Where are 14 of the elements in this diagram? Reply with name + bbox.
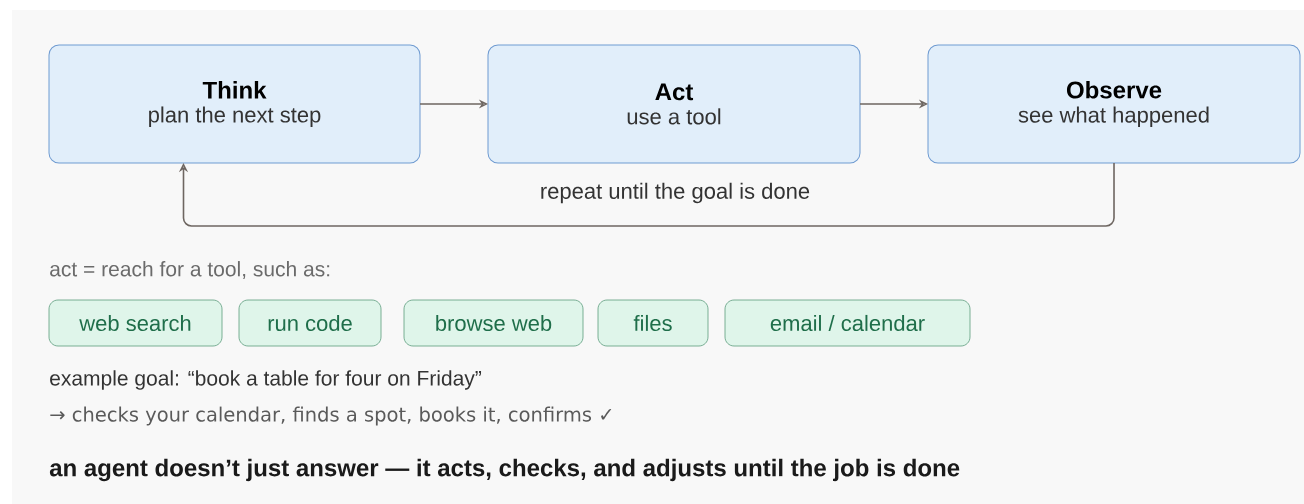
- note-text: act = reach for a tool, such as:: [50, 261, 330, 279]
- tool-chip: email / calendar: [724, 299, 971, 347]
- step-box: Think plan the next step: [48, 44, 421, 164]
- note-text: example goal: “book a table for four on Friday”: [50, 370, 482, 390]
- tool-chip: browse web: [403, 299, 584, 347]
- tool-chip: web search: [48, 299, 223, 347]
- arrow: [178, 162, 1115, 227]
- tool-chip: files: [597, 299, 709, 347]
- note-text: → checks your calendar, finds a spot, books it, confirms ✓: [50, 406, 612, 426]
- step-box: Act use a tool: [487, 44, 861, 164]
- step-box: Observe see what happened: [927, 44, 1301, 164]
- tool-chip: run code: [238, 299, 382, 347]
- caption: an agent doesn’t just answer — it acts, checks, and adjusts until the job is done: [49, 458, 960, 482]
- edge-label: repeat until the goal is done: [541, 182, 810, 204]
